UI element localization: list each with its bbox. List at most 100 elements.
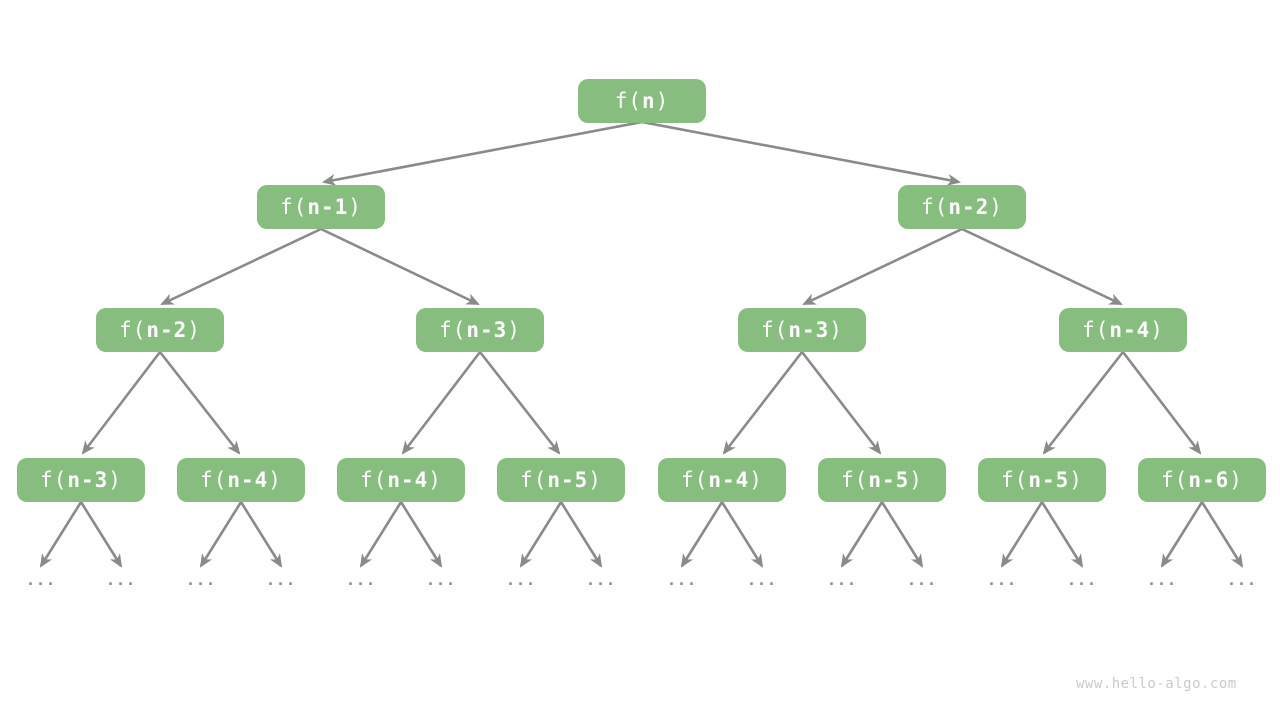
node-label-suffix: ): [1150, 318, 1164, 342]
edge: [1042, 351, 1125, 455]
node-label-arg: n-1: [307, 195, 349, 219]
node-label-arg: n-4: [708, 468, 750, 492]
edge: [722, 351, 804, 455]
edge: [1000, 501, 1044, 568]
edge: [239, 501, 283, 568]
watermark: www.hello-algo.com: [1076, 676, 1237, 692]
tree-node: f(n-2): [898, 185, 1026, 229]
edge: [320, 227, 480, 306]
edge: [641, 120, 961, 186]
tree-node: f(n-5): [497, 458, 625, 502]
node-label-prefix: f(: [200, 468, 228, 492]
edge: [800, 351, 882, 455]
ellipsis: ...: [105, 571, 137, 589]
node-label-arg: n-3: [788, 318, 830, 342]
edge: [359, 501, 403, 568]
ellipsis: ...: [25, 571, 57, 589]
edge: [158, 351, 241, 455]
ellipsis: ...: [425, 571, 457, 589]
node-label-prefix: f(: [40, 468, 68, 492]
tree-node: f(n-4): [658, 458, 786, 502]
ellipsis: ...: [826, 571, 858, 589]
node-label-suffix: ): [348, 195, 362, 219]
edge: [160, 227, 322, 306]
tree-node-root: f(n): [578, 79, 706, 123]
node-label-prefix: f(: [360, 468, 388, 492]
tree-node: f(n-1): [257, 185, 385, 229]
node-label-prefix: f(: [280, 195, 308, 219]
node-label-prefix: f(: [761, 318, 789, 342]
node-label-suffix: ): [989, 195, 1003, 219]
ellipsis: ...: [185, 571, 217, 589]
node-label-prefix: f(: [1161, 468, 1189, 492]
node-label-prefix: f(: [119, 318, 147, 342]
node-label-arg: n-4: [387, 468, 429, 492]
edge: [399, 501, 443, 568]
ellipsis: ...: [1226, 571, 1258, 589]
node-label-suffix: ): [187, 318, 201, 342]
edge: [1121, 351, 1202, 455]
node-label-arg: n: [641, 89, 656, 113]
edge: [81, 351, 162, 455]
edge: [802, 227, 963, 306]
node-label-prefix: f(: [614, 89, 642, 113]
ellipsis: ...: [666, 571, 698, 589]
node-label-suffix: ): [268, 468, 282, 492]
node-label-suffix: ): [655, 89, 670, 113]
edge: [79, 501, 123, 568]
edge: [720, 501, 764, 568]
ellipsis: ...: [345, 571, 377, 589]
node-label-suffix: ): [909, 468, 923, 492]
ellipsis: ...: [906, 571, 938, 589]
node-label-arg: n-3: [67, 468, 109, 492]
edge: [840, 501, 884, 568]
node-label-arg: n-2: [948, 195, 990, 219]
edge: [680, 501, 724, 568]
tree-node: f(n-4): [1059, 308, 1187, 352]
tree-node: f(n-3): [738, 308, 866, 352]
tree-node: f(n-3): [416, 308, 544, 352]
tree-node: f(n-4): [337, 458, 465, 502]
edge: [1200, 501, 1244, 568]
edge: [559, 501, 603, 568]
node-label-suffix: ): [829, 318, 843, 342]
edge: [39, 501, 83, 568]
edge: [401, 351, 482, 455]
ellipsis: ...: [265, 571, 297, 589]
ellipsis: ...: [505, 571, 537, 589]
edge: [519, 501, 563, 568]
tree-node: f(n-3): [17, 458, 145, 502]
edge: [961, 227, 1123, 306]
tree-node: f(n-2): [96, 308, 224, 352]
edge: [1160, 501, 1204, 568]
edge: [1040, 501, 1084, 568]
node-label-suffix: ): [428, 468, 442, 492]
node-label-arg: n-6: [1188, 468, 1230, 492]
node-label-prefix: f(: [439, 318, 467, 342]
node-label-arg: n-5: [1028, 468, 1070, 492]
node-label-suffix: ): [507, 318, 521, 342]
node-label-prefix: f(: [1001, 468, 1029, 492]
ellipsis: ...: [986, 571, 1018, 589]
node-label-arg: n-4: [1109, 318, 1151, 342]
node-label-prefix: f(: [1082, 318, 1110, 342]
node-label-arg: n-3: [466, 318, 508, 342]
node-label-suffix: ): [749, 468, 763, 492]
edge: [478, 351, 561, 455]
node-label-arg: n-2: [146, 318, 188, 342]
edge: [199, 501, 243, 568]
edge: [322, 120, 643, 186]
node-label-arg: n-5: [547, 468, 589, 492]
tree-node: f(n-4): [177, 458, 305, 502]
tree-node: f(n-5): [818, 458, 946, 502]
tree-node: f(n-5): [978, 458, 1106, 502]
node-label-prefix: f(: [681, 468, 709, 492]
node-label-suffix: ): [1069, 468, 1083, 492]
node-label-suffix: ): [588, 468, 602, 492]
node-label-suffix: ): [108, 468, 122, 492]
ellipsis: ...: [585, 571, 617, 589]
ellipsis: ...: [1066, 571, 1098, 589]
node-label-arg: n-4: [227, 468, 269, 492]
node-label-prefix: f(: [921, 195, 949, 219]
